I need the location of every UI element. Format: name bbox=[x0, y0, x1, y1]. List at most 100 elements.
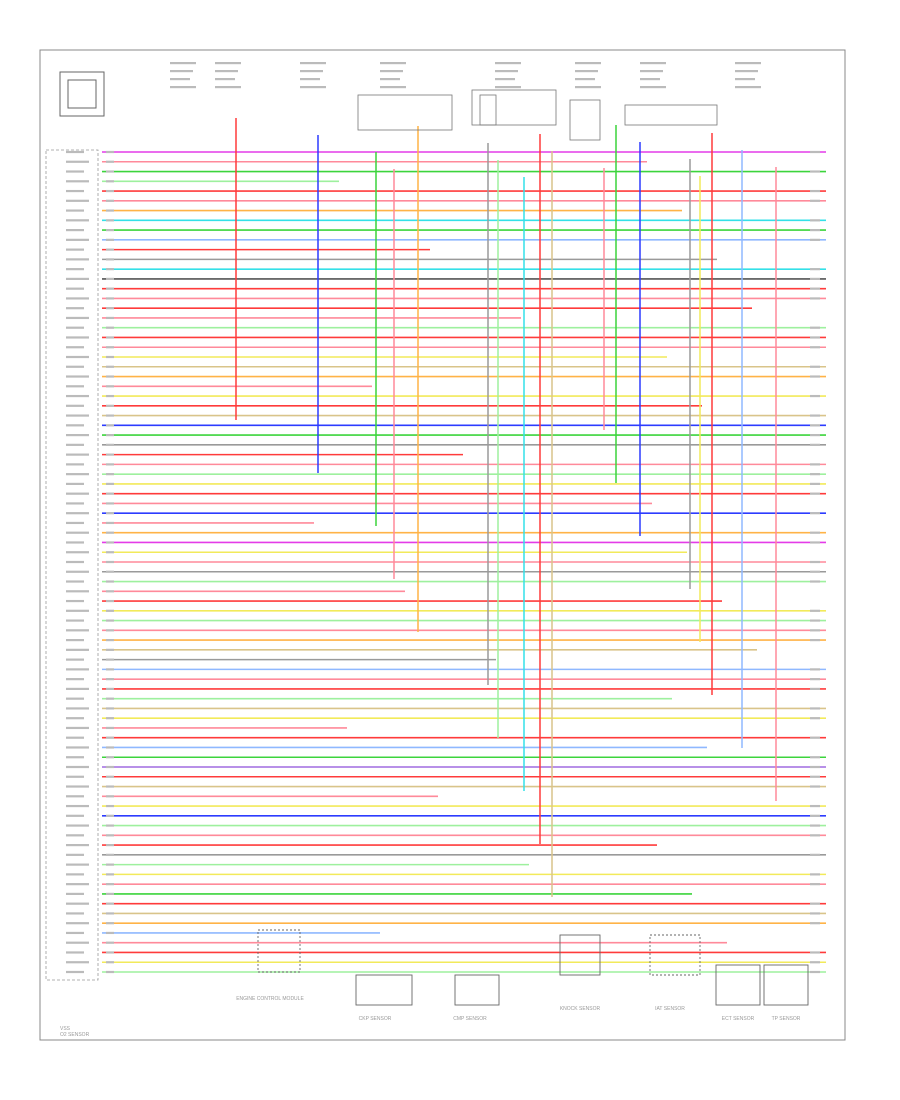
ecm-pin-label bbox=[66, 531, 89, 534]
wire-code-label bbox=[106, 795, 114, 798]
wire-end-label bbox=[810, 668, 820, 671]
ecm-pin-label bbox=[66, 512, 89, 515]
ecm-pin-label bbox=[66, 883, 89, 886]
ecm-pin-label bbox=[66, 775, 84, 778]
wire-end-label bbox=[810, 150, 820, 154]
ecm-pin-label bbox=[66, 189, 84, 193]
ecm-pin-label bbox=[66, 404, 84, 407]
diagram-frame bbox=[39, 49, 846, 1041]
ecm-pin-label bbox=[66, 385, 84, 388]
ecm-pin-label bbox=[66, 609, 89, 612]
top-connector-label bbox=[380, 70, 403, 73]
wire-code-label bbox=[106, 482, 114, 486]
wire-code-label bbox=[106, 160, 114, 163]
wire-end-label bbox=[810, 961, 820, 964]
top-connector-label bbox=[640, 78, 660, 81]
wire-code-label bbox=[106, 258, 114, 261]
component-caption: O2 SENSOR bbox=[60, 1032, 90, 1038]
ecm-pin-label bbox=[66, 843, 89, 847]
wire-end-label bbox=[810, 824, 820, 827]
ecm-pin-label bbox=[66, 346, 84, 349]
wire-code-label bbox=[106, 541, 114, 544]
wire-code-label bbox=[106, 355, 114, 359]
wire-end-label bbox=[810, 883, 820, 886]
wire-code-label bbox=[106, 775, 114, 778]
wire-end-label bbox=[810, 443, 820, 446]
wire-end-label bbox=[810, 560, 820, 564]
wire-code-label bbox=[106, 687, 114, 691]
connector-box bbox=[471, 89, 557, 126]
top-connector-label bbox=[495, 70, 518, 73]
top-connector-label bbox=[735, 62, 761, 65]
wire-code-label bbox=[106, 834, 114, 837]
ecm-pin-label bbox=[66, 795, 84, 798]
wire-code-label bbox=[106, 326, 114, 329]
top-connector-label bbox=[215, 78, 235, 81]
wire-code-label bbox=[106, 346, 114, 349]
ecm-pin-label bbox=[66, 756, 84, 759]
ecm-pin-label bbox=[66, 248, 84, 251]
vertical-wire-group bbox=[235, 118, 777, 897]
wire-code-label bbox=[106, 873, 114, 876]
ecm-pin-label bbox=[66, 307, 84, 310]
ecm-pin-label bbox=[66, 414, 89, 417]
wire-code-label bbox=[106, 424, 114, 427]
wire-end-label bbox=[810, 482, 820, 486]
ecm-pin-label bbox=[66, 433, 89, 437]
wire-code-label bbox=[106, 697, 114, 700]
wire-code-label bbox=[106, 209, 114, 212]
ecm-pin-label bbox=[66, 941, 89, 944]
ecm-pin-label bbox=[66, 160, 89, 163]
ecm-pin-label bbox=[66, 180, 89, 183]
wire-end-label bbox=[810, 687, 820, 691]
wire-end-label bbox=[810, 414, 820, 417]
wire-code-label bbox=[106, 385, 114, 388]
bottom-components bbox=[257, 929, 809, 1006]
wire-code-label bbox=[106, 658, 114, 661]
wire-end-label bbox=[810, 199, 820, 202]
wire-code-label bbox=[106, 297, 114, 300]
wire-code-label bbox=[106, 414, 114, 417]
wire-code-label bbox=[106, 336, 114, 339]
top-connector-label bbox=[735, 86, 761, 89]
wire-end-label bbox=[810, 219, 820, 222]
top-connector-label bbox=[300, 86, 326, 89]
ecm-pin-label bbox=[66, 580, 84, 583]
ecm-pin-label bbox=[66, 570, 89, 573]
relay-icon bbox=[59, 71, 105, 117]
ecm-pin-label bbox=[66, 170, 84, 173]
wire-end-label bbox=[810, 463, 820, 466]
top-connector-label bbox=[215, 70, 238, 73]
wire-code-label bbox=[106, 570, 114, 573]
wire-end-label bbox=[810, 756, 820, 759]
ecm-pin-label bbox=[66, 785, 89, 788]
wire-end-label bbox=[810, 326, 820, 329]
wire-code-label bbox=[106, 717, 114, 720]
ecm-pin-label bbox=[66, 726, 89, 730]
ecm-pin-label bbox=[66, 834, 84, 837]
wire-end-label bbox=[810, 775, 820, 778]
relay-icon-inner bbox=[67, 79, 97, 109]
wire-end-label bbox=[810, 873, 820, 876]
wire-end-label bbox=[810, 394, 820, 398]
wire-code-label bbox=[106, 492, 114, 495]
ecm-pin-label bbox=[66, 668, 89, 671]
ecm-pin-label bbox=[66, 560, 84, 564]
ecm-pin-label bbox=[66, 961, 89, 964]
wire-end-label bbox=[810, 170, 820, 173]
top-connector-label bbox=[640, 86, 666, 89]
top-connector-label bbox=[215, 86, 241, 89]
wire-code-label bbox=[106, 375, 114, 378]
top-connector-label bbox=[495, 86, 521, 89]
component-caption: CMP SENSOR bbox=[453, 1016, 487, 1022]
wire-end-label bbox=[810, 765, 820, 769]
wire-code-label bbox=[106, 892, 114, 896]
ecm-pin-label bbox=[66, 736, 84, 739]
wire-code-label bbox=[106, 199, 114, 202]
wire-code-label bbox=[106, 638, 114, 642]
wire-code-label bbox=[106, 941, 114, 944]
wire-code-label bbox=[106, 765, 114, 769]
connector-box bbox=[357, 94, 453, 131]
